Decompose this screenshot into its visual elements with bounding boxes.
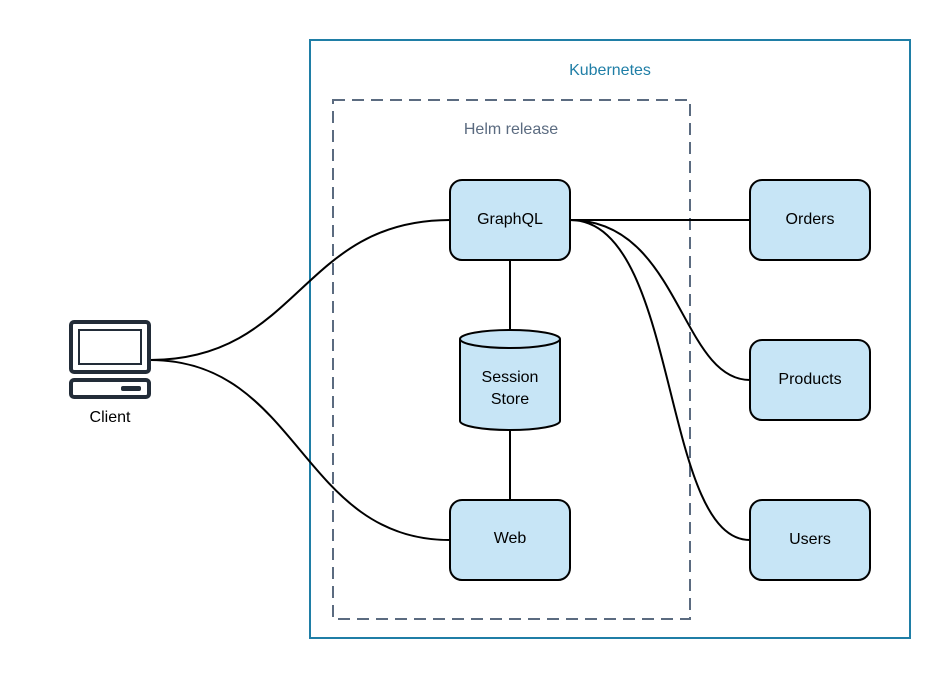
products-box — [749, 339, 871, 421]
helm-release-cluster-border — [332, 99, 691, 620]
web-node: Web — [449, 499, 571, 581]
client-node: Client — [69, 320, 151, 426]
users-label: Users — [789, 531, 831, 548]
computer-icon — [69, 320, 151, 399]
web-label: Web — [494, 530, 527, 547]
client-label: Client — [90, 409, 131, 426]
orders-node: Orders — [749, 179, 871, 261]
helm-release-cluster: Helm release — [332, 99, 691, 620]
helm-release-cluster-label: Helm release — [464, 121, 558, 138]
database-icon — [459, 329, 561, 431]
edges — [149, 219, 751, 541]
edge-client-graphql — [149, 219, 451, 361]
graphql-box — [449, 179, 571, 261]
products-label: Products — [778, 371, 841, 388]
kubernetes-cluster-border — [309, 39, 911, 639]
edge-client-web — [149, 359, 451, 541]
graphql-label: GraphQL — [477, 211, 543, 228]
session-store-label-line2: Store — [491, 391, 529, 408]
orders-label: Orders — [786, 211, 835, 228]
kubernetes-cluster: Kubernetes — [309, 39, 911, 639]
products-node: Products — [749, 339, 871, 421]
users-box — [749, 499, 871, 581]
session-store-label-line1: Session — [482, 369, 539, 386]
graphql-node: GraphQL — [449, 179, 571, 261]
session-store-node: Session Store — [459, 329, 561, 431]
users-node: Users — [749, 499, 871, 581]
edge-graphql-users — [569, 219, 751, 541]
orders-box — [749, 179, 871, 261]
kubernetes-cluster-label: Kubernetes — [569, 62, 651, 79]
web-box — [449, 499, 571, 581]
edge-graphql-products — [569, 219, 751, 381]
